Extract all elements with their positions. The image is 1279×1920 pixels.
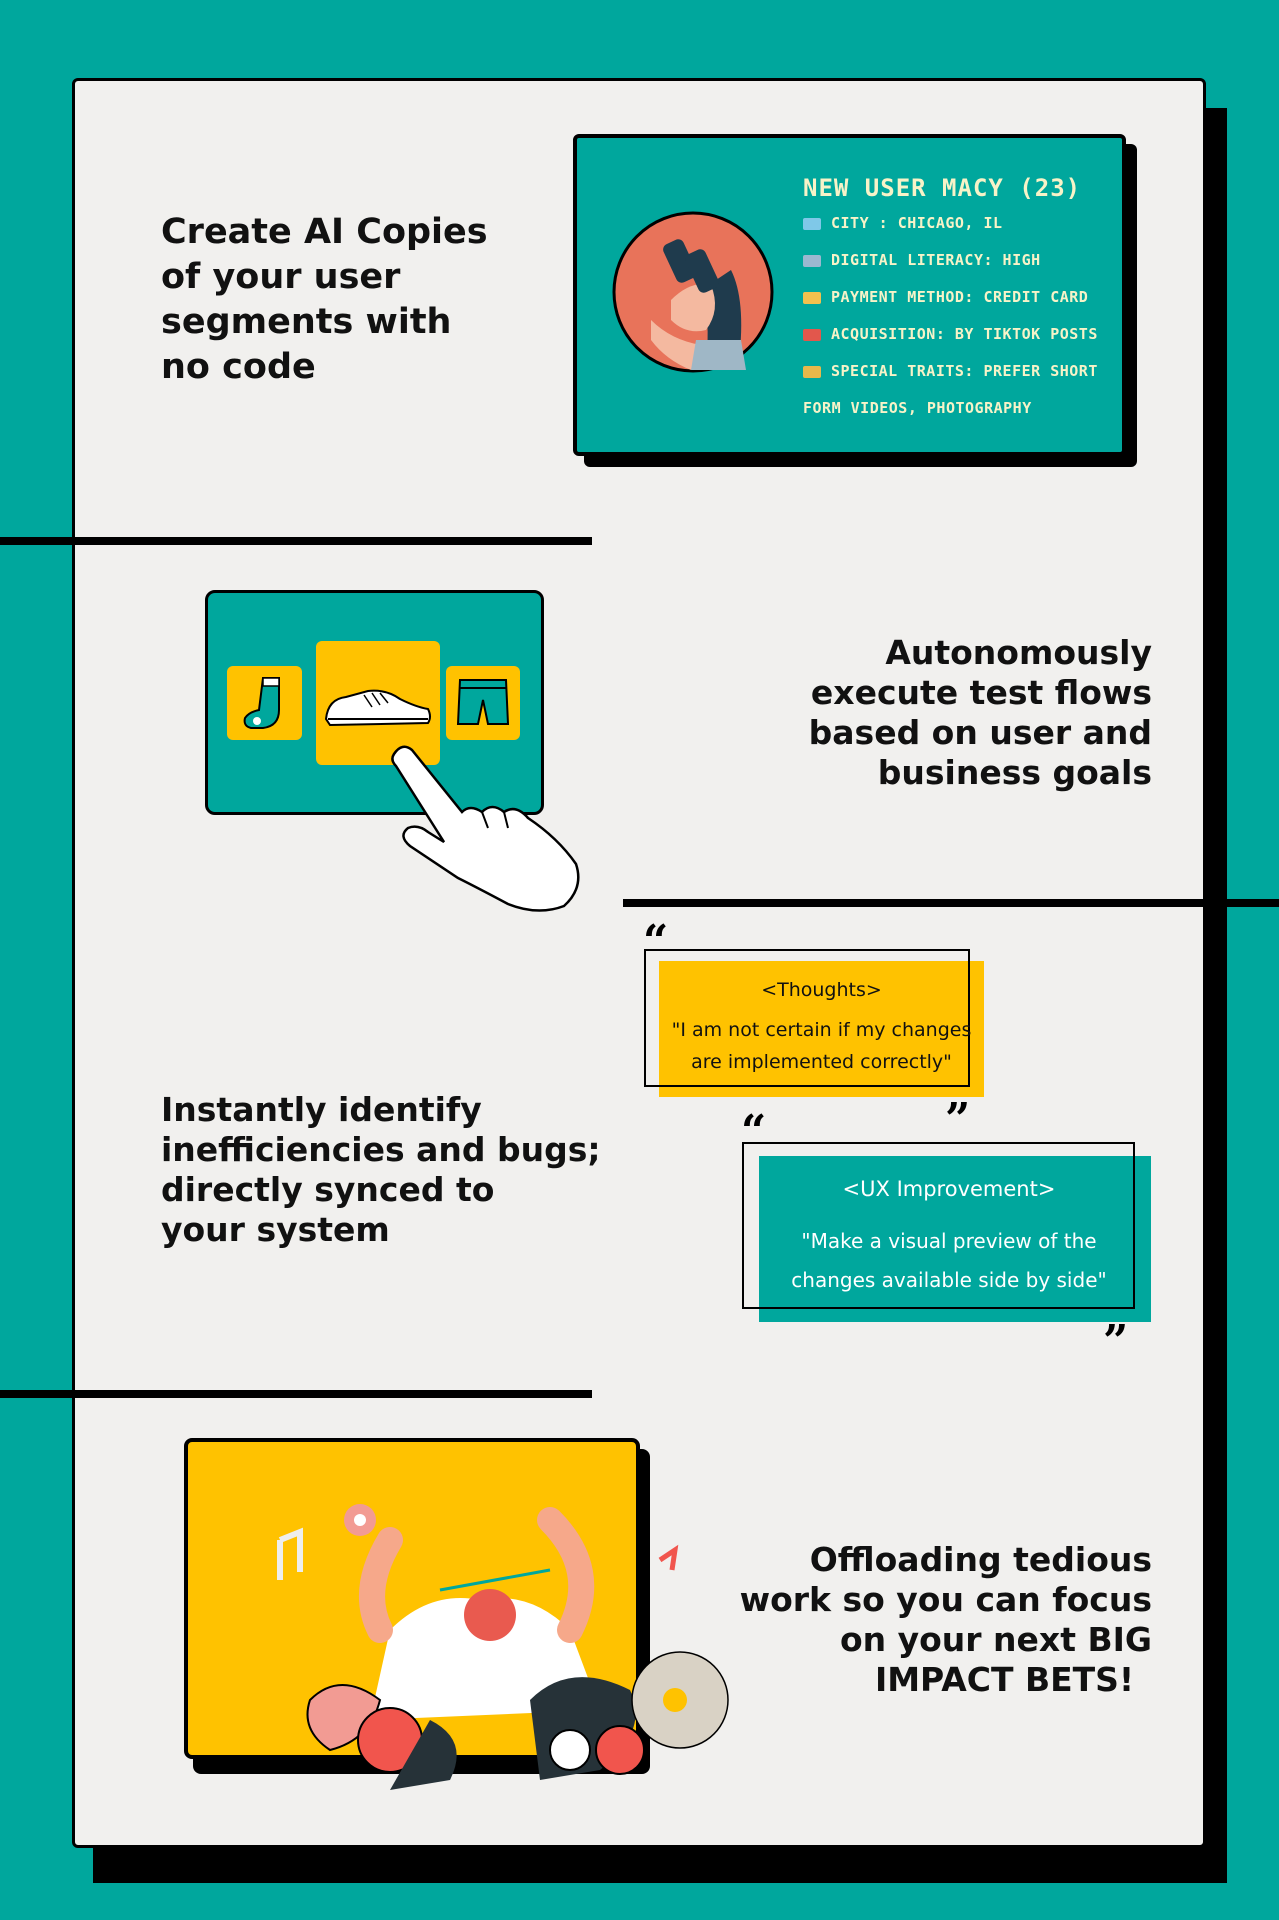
- persona-row-traits: SPECIAL TRAITS: PREFER SHORT: [803, 362, 1098, 380]
- map-icon: [803, 217, 821, 230]
- create-heading: Create AI Copies of your user segments w…: [161, 212, 488, 387]
- divider-1: [0, 537, 592, 545]
- credit-card-icon: [803, 291, 821, 304]
- persona-title: NEW USER MACY (23): [803, 174, 1082, 202]
- persona-row-literacy: DIGITAL LITERACY: HIGH: [803, 251, 1041, 269]
- shoe-tile[interactable]: [316, 641, 440, 765]
- ux-title: <UX Improvement>: [842, 1177, 1056, 1201]
- conductor-illustration: [277, 1504, 729, 1790]
- open-quote-icon: “: [643, 916, 669, 967]
- shorts-icon: [456, 679, 510, 725]
- offload-heading: Offloading tedious work so you can focus…: [739, 1540, 1152, 1699]
- sneaker-icon: [324, 689, 431, 727]
- shorts-tile[interactable]: [446, 666, 520, 740]
- persona-avatar: [612, 211, 774, 373]
- sock-tile[interactable]: [227, 666, 302, 740]
- persona-row-payment: PAYMENT METHOD: CREDIT CARD: [803, 288, 1088, 306]
- ux-box-outline: [742, 1142, 1135, 1309]
- close-quote-icon: ”: [945, 1094, 971, 1145]
- open-quote-icon: “: [741, 1106, 767, 1157]
- ux-box-fill: [759, 1156, 1151, 1322]
- pointing-hand-icon: [391, 745, 580, 912]
- thoughts-body: "I am not certain if my changes are impl…: [671, 1019, 972, 1073]
- divider-3: [0, 1390, 592, 1398]
- thoughts-box-outline: [644, 949, 970, 1087]
- close-quote-icon: ”: [1103, 1316, 1129, 1367]
- laptop-icon: [803, 254, 821, 267]
- divider-2: [623, 899, 1279, 907]
- thoughts-box-fill: [659, 961, 984, 1097]
- thoughts-title: <Thoughts>: [761, 979, 882, 1001]
- people-icon: [803, 365, 821, 378]
- identify-heading: Instantly identify inefficiencies and bu…: [161, 1090, 601, 1249]
- megaphone-icon: [803, 328, 821, 341]
- persona-card: NEW USER MACY (23) CITY : CHICAGO, IL DI…: [573, 134, 1126, 456]
- persona-row-traits-cont: FORM VIDEOS, PHOTOGRAPHY: [803, 399, 1032, 417]
- persona-row-city: CITY : CHICAGO, IL: [803, 214, 1003, 232]
- execute-heading: Autonomously execute test flows based on…: [808, 633, 1152, 792]
- sock-icon: [243, 677, 280, 729]
- persona-row-acquisition: ACQUISITION: BY TIKTOK POSTS: [803, 325, 1098, 343]
- ux-body: "Make a visual preview of the changes av…: [791, 1229, 1107, 1292]
